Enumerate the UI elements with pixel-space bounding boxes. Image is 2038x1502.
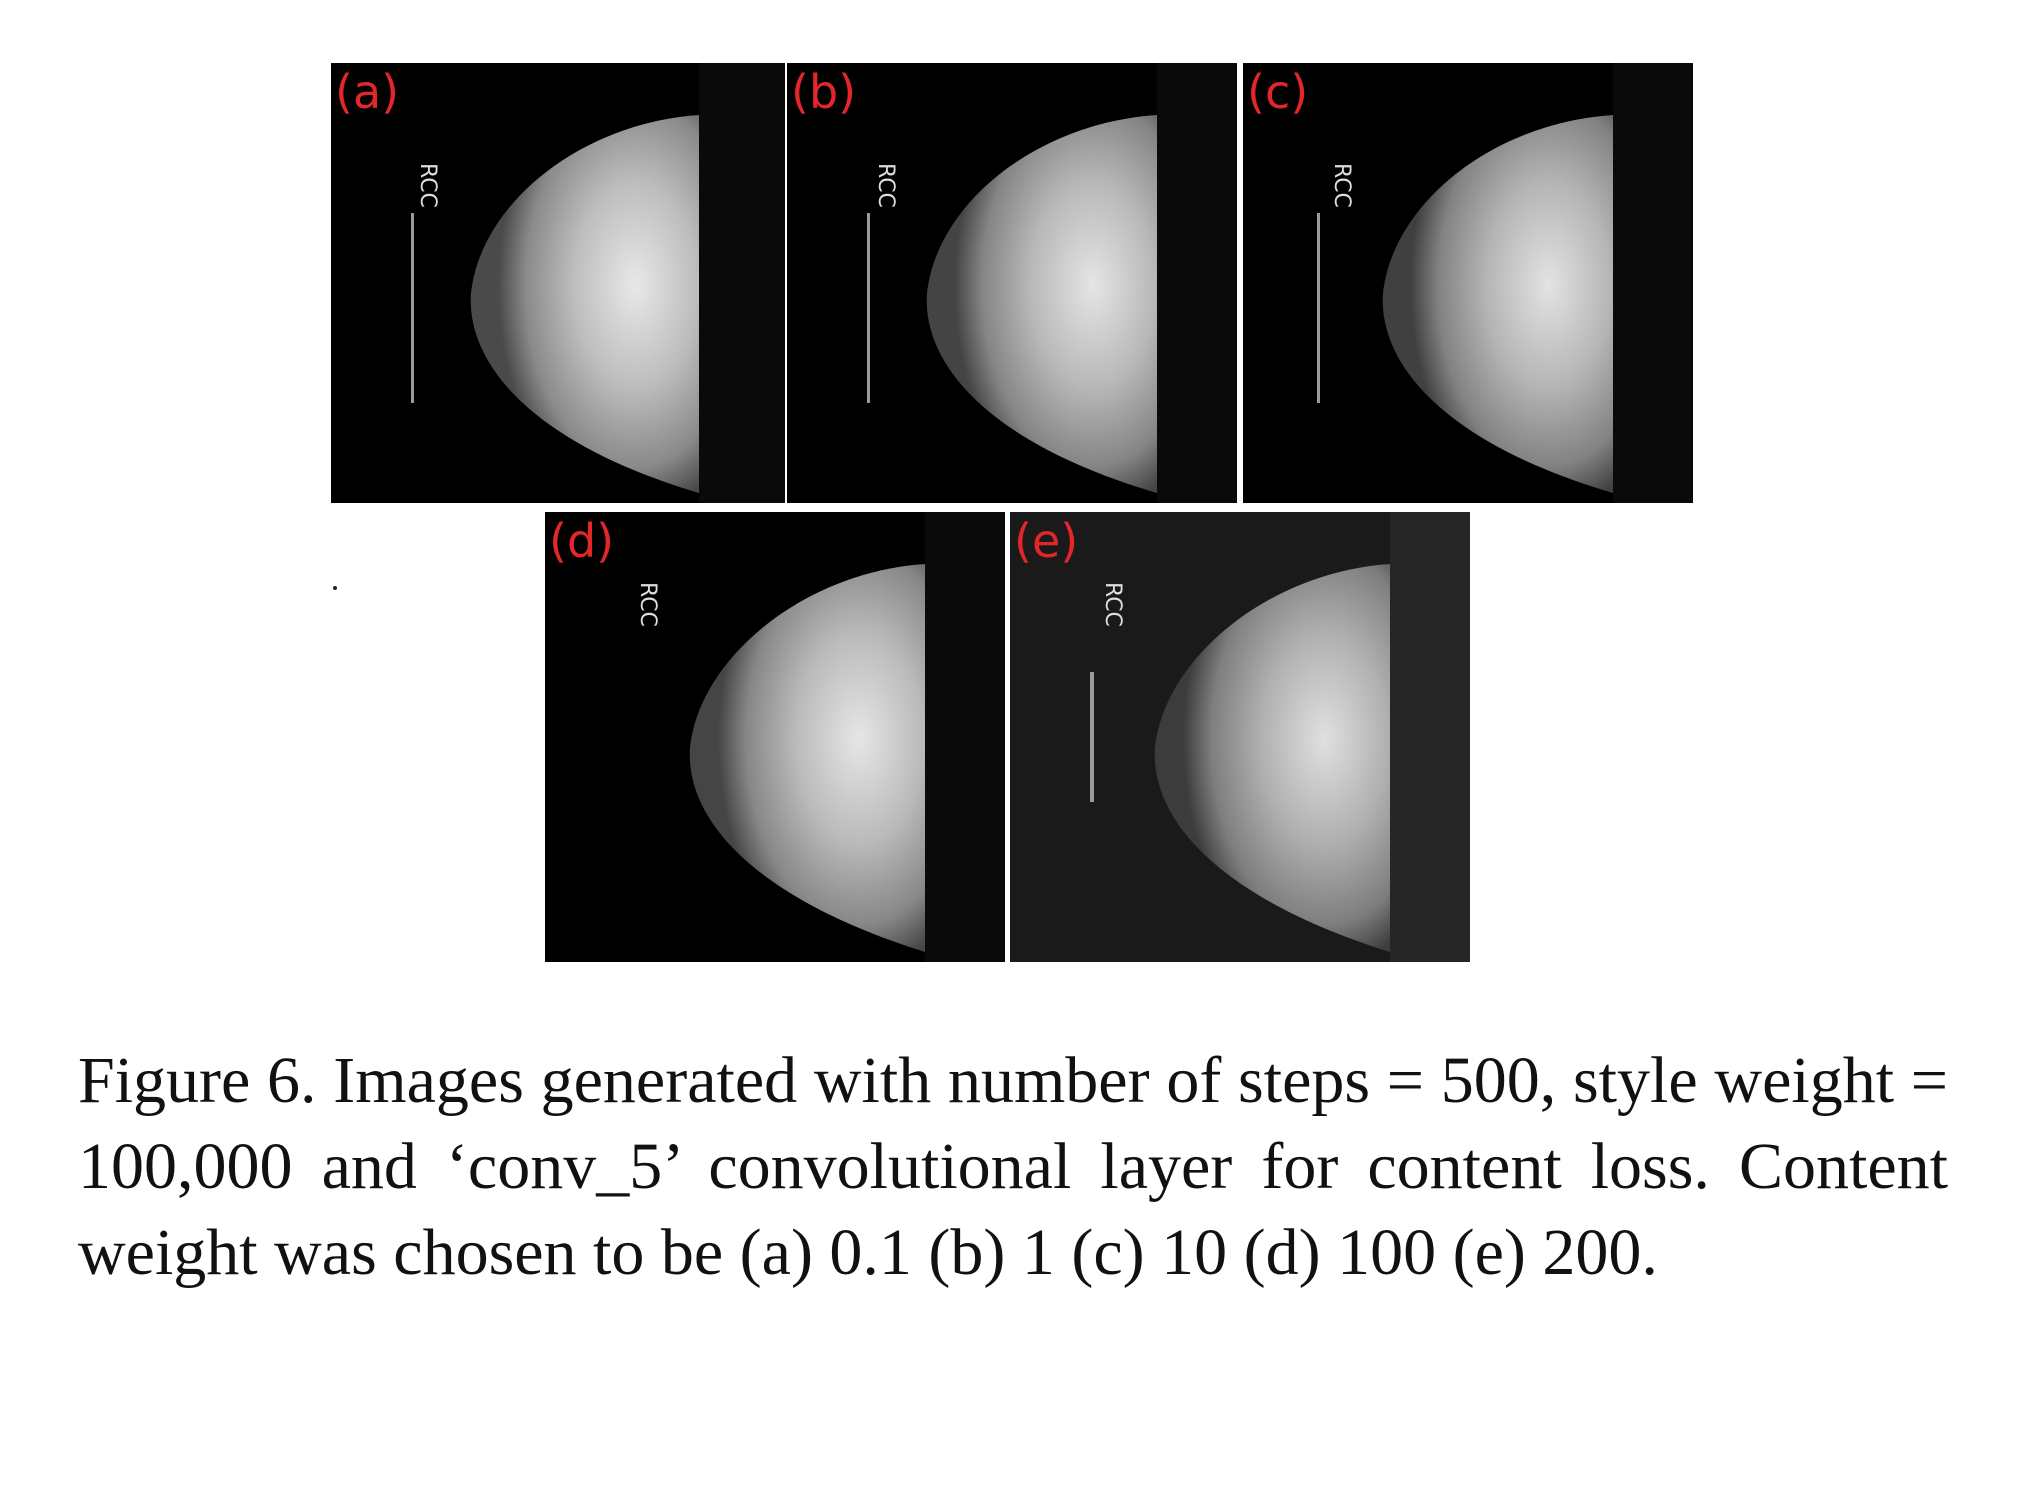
stray-dot — [333, 586, 337, 590]
mammogram-image-b: RCC — [867, 63, 1237, 503]
mammogram-panel-e: RCC (e) — [1010, 512, 1470, 962]
mammogram-panel-b: RCC (b) — [787, 63, 1237, 503]
panel-label-c: (c) — [1247, 65, 1309, 119]
svg-text:RCC: RCC — [415, 163, 440, 208]
mammogram-image-e: RCC — [1010, 512, 1470, 962]
svg-text:RCC: RCC — [635, 582, 660, 627]
svg-text:RCC: RCC — [1100, 582, 1125, 627]
figure-caption: Figure 6. Images generated with number o… — [78, 1044, 1948, 1289]
mammogram-panel-c: RCC (c) — [1243, 63, 1693, 503]
mammogram-panel-a: RCC (a) — [331, 63, 785, 503]
svg-text:RCC: RCC — [1329, 163, 1354, 208]
mammogram-image-c: RCC — [1317, 63, 1693, 503]
mammogram-image-a: RCC — [411, 63, 785, 503]
svg-text:RCC: RCC — [873, 163, 898, 208]
panel-label-a: (a) — [335, 65, 400, 119]
panel-label-e: (e) — [1014, 514, 1079, 568]
panel-label-d: (d) — [549, 514, 615, 568]
panel-label-b: (b) — [791, 65, 857, 119]
mammogram-image-d: RCC — [635, 512, 1005, 962]
mammogram-panel-d: RCC (d) — [545, 512, 1005, 962]
